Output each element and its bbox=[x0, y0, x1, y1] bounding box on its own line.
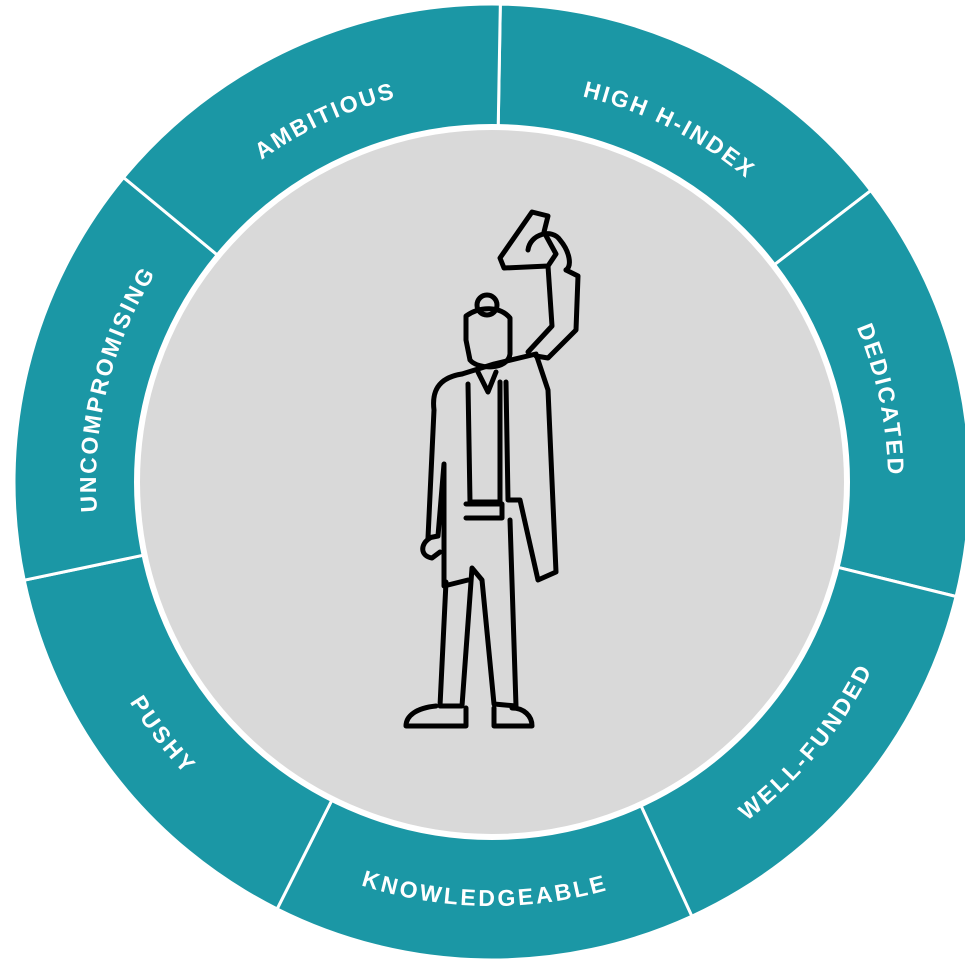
trait-ring bbox=[12, 2, 965, 961]
center-disc bbox=[134, 124, 850, 840]
scientist-holding-flask-icon bbox=[403, 209, 581, 729]
